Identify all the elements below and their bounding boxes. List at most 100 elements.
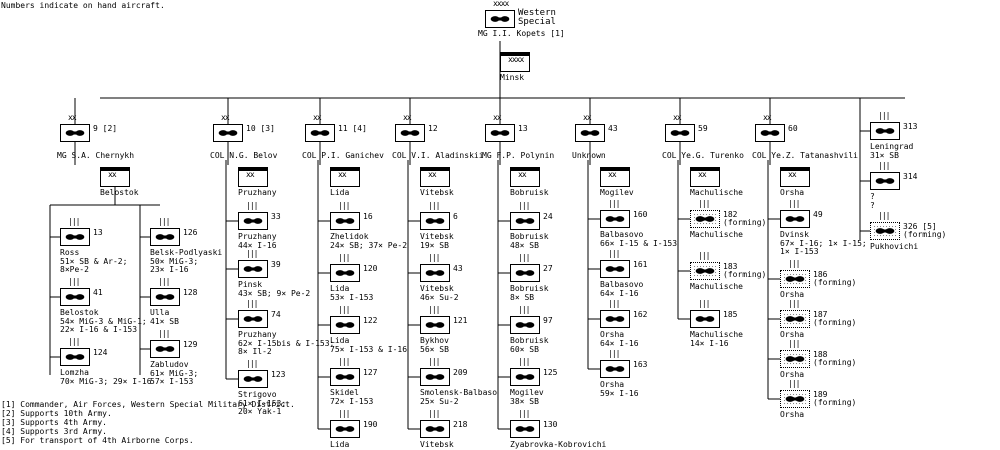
unit-number: 126 [183, 228, 198, 237]
unit-symbol [330, 264, 360, 282]
unit-symbol [420, 212, 450, 230]
echelon-marker: xx [763, 113, 772, 122]
echelon-marker: ||| [246, 249, 258, 258]
echelon-marker: ||| [428, 357, 440, 366]
echelon-marker: ||| [878, 211, 890, 220]
division-commander: COL Ye.G. Turenko [662, 151, 744, 160]
unit-number: 127 [363, 368, 378, 377]
unit-number: 60 [788, 124, 798, 133]
echelon-marker: ||| [608, 349, 620, 358]
aviation-symbol-icon [490, 16, 510, 22]
regiment-detail: Strigovo [238, 390, 277, 399]
aviation-symbol-icon [785, 356, 805, 362]
echelon-marker: ||| [428, 305, 440, 314]
echelon-marker: ||| [428, 253, 440, 262]
aviation-symbol-icon [310, 130, 330, 136]
unit-symbol [213, 124, 243, 142]
echelon-marker: xx [673, 113, 682, 122]
echelon-marker: ||| [698, 199, 710, 208]
unit-number: 6 [453, 212, 458, 221]
unit-number: 209 [453, 368, 468, 377]
unit-symbol [150, 288, 180, 306]
echelon-marker: ||| [518, 409, 530, 418]
unit-number: 160 [633, 210, 648, 219]
aviation-symbol-icon [400, 130, 420, 136]
unit-symbol [780, 310, 810, 328]
aviation-symbol-icon [515, 374, 535, 380]
echelon-marker: ||| [878, 111, 890, 120]
regiment-detail: Orsha [600, 380, 625, 389]
regiment-detail: Zhelidok [330, 232, 369, 241]
echelon-marker: xx [698, 170, 707, 179]
unit-number: 121 [453, 316, 468, 325]
regiment-detail: Vitebsk [420, 284, 454, 293]
regiment-detail: Pruzhany [238, 232, 277, 241]
regiment-detail: Balbasovo [600, 280, 644, 289]
echelon-marker: xx [246, 170, 255, 179]
hq-location: Vitebsk [420, 188, 454, 197]
unit-number: 130 [543, 420, 558, 429]
unit-number: 43 [608, 124, 618, 133]
unit-symbol [575, 124, 605, 142]
unit-number: 13 [518, 124, 528, 133]
echelon-marker: ||| [158, 277, 170, 286]
regiment-detail: 8× Il-2 [238, 347, 272, 357]
forming-status: (forming) [813, 278, 857, 287]
unit-symbol [395, 124, 425, 142]
regiment-detail: Dvinsk [780, 230, 809, 239]
regiment-detail: Machulische [690, 330, 743, 339]
aviation-symbol-icon [670, 130, 690, 136]
echelon-marker: ||| [68, 277, 80, 286]
regiment-detail: 64× I-16 [600, 338, 639, 348]
regiment-detail: 57× I-153 [150, 377, 194, 387]
aviation-symbol-icon [243, 316, 263, 322]
unit-symbol [780, 390, 810, 408]
echelon-marker: xx [493, 113, 502, 122]
unit-symbol [780, 210, 810, 228]
regiment-detail: Machulische [690, 282, 743, 291]
echelon-marker: ||| [788, 339, 800, 348]
forming-status: (forming) [813, 398, 857, 407]
regiment-detail: Belsk-Podlyaski [150, 248, 223, 257]
regiment-detail: Bobruisk [510, 336, 549, 345]
hq-symbol [420, 167, 450, 187]
echelon-marker: ||| [246, 299, 258, 308]
unit-symbol [150, 228, 180, 246]
regiment-detail: 66× I-15 & I-153 [600, 238, 678, 248]
hq-symbol [690, 167, 720, 187]
regiment-detail: ? [870, 192, 875, 201]
unit-symbol [60, 228, 90, 246]
aviation-symbol-icon [218, 130, 238, 136]
regiment-detail: 53× I-153 [330, 292, 374, 302]
unit-symbol [60, 124, 90, 142]
aviation-symbol-icon [335, 374, 355, 380]
aviation-symbol-icon [695, 316, 715, 322]
forming-status: (forming) [813, 358, 857, 367]
regiment-detail: 48× SB [510, 240, 539, 250]
echelon-marker: ||| [246, 359, 258, 368]
regiment-detail: Machulische [690, 230, 743, 239]
regiment-detail: Orsha [780, 290, 805, 299]
regiment-detail: 61× I-153; [238, 398, 287, 408]
regiment-detail: 20× Yak-1 [238, 407, 282, 417]
unit-number: 124 [93, 348, 108, 357]
echelon-marker: ||| [428, 201, 440, 210]
echelon-marker: ||| [338, 357, 350, 366]
hq-location: Lida [330, 188, 350, 197]
echelon-marker: ||| [158, 329, 170, 338]
aviation-symbol-icon [425, 426, 445, 432]
division-commander: Unknown [572, 151, 606, 160]
regiment-detail: 41× SB [150, 316, 179, 326]
unit-symbol [755, 124, 785, 142]
unit-number: Western Special [518, 8, 556, 27]
regiment-detail: Belostok [60, 308, 99, 317]
unit-number: 314 [903, 172, 918, 181]
unit-symbol [690, 310, 720, 328]
unit-symbol [600, 210, 630, 228]
aviation-symbol-icon [65, 234, 85, 240]
unit-number: 161 [633, 260, 648, 269]
unit-symbol [600, 360, 630, 378]
regiment-detail: Zyabrovka-Kobrovichi [510, 440, 607, 449]
echelon-marker: ||| [878, 161, 890, 170]
regiment-detail: Orsha [600, 330, 625, 339]
